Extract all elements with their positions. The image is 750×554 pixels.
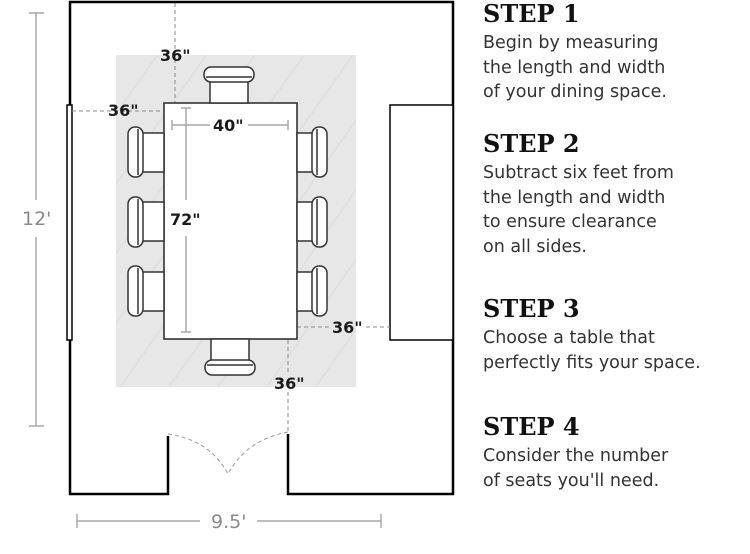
window — [66, 104, 73, 341]
floor-plan-diagram: 36" 36" 36" 36" 40" 72" 12' 9.5' — [22, 0, 455, 533]
room-height-label: 12' — [22, 208, 51, 230]
room-width-label: 9.5' — [211, 511, 246, 533]
chair-bottom — [204, 338, 256, 376]
table-dimension-lines — [171, 107, 289, 333]
clearance-lines — [72, 3, 390, 432]
clearance-left-label: 36" — [108, 101, 139, 120]
step-body: Choose a table that perfectly fits your … — [483, 328, 701, 373]
step-title: STEP 4 — [483, 412, 580, 441]
room-walls — [68, 0, 455, 496]
step-title: STEP 1 — [483, 0, 580, 28]
step-1: STEP 1 Begin by measuring the length and… — [483, 0, 667, 105]
step-title: STEP 3 — [483, 294, 580, 323]
step-3: STEP 3 Choose a table that perfectly fit… — [483, 295, 701, 375]
clearance-bottom-label: 36" — [274, 374, 305, 393]
table-length-label: 72" — [170, 210, 201, 229]
clearance-right-label: 36" — [332, 318, 363, 337]
step-body: Begin by measuring the length and width … — [483, 33, 667, 102]
room-dimension-lines — [29, 12, 382, 528]
step-2: STEP 2 Subtract six feet from the length… — [483, 130, 674, 259]
sideboard — [389, 104, 454, 341]
step-body: Consider the number of seats you'll need… — [483, 446, 669, 491]
chair-top — [203, 66, 255, 104]
chairs-left — [127, 126, 165, 317]
door-swing — [167, 431, 289, 475]
clearance-top-label: 36" — [160, 46, 191, 65]
chairs-right — [296, 126, 328, 317]
table-width-label: 40" — [213, 116, 244, 135]
step-4: STEP 4 Consider the number of seats you'… — [483, 413, 668, 493]
step-title: STEP 2 — [483, 129, 580, 158]
step-body: Subtract six feet from the length and wi… — [483, 163, 674, 257]
